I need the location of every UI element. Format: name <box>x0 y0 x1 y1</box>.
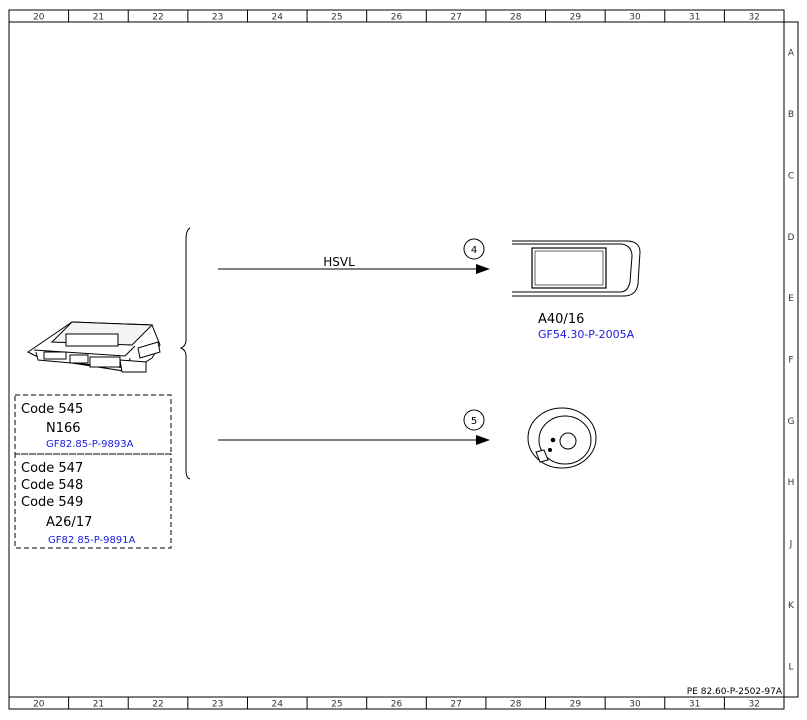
column-label: 23 <box>212 13 223 23</box>
column-label: 27 <box>450 700 461 710</box>
row-label: H <box>788 478 795 488</box>
column-label: 30 <box>629 13 641 23</box>
code-545-label: Code 545 <box>21 402 83 417</box>
column-label: 21 <box>93 13 104 23</box>
signal-brace <box>179 227 191 480</box>
column-label: 32 <box>748 13 759 23</box>
column-label: 29 <box>570 13 582 23</box>
column-label: 30 <box>629 700 641 710</box>
code-547-label: Code 547 <box>21 461 83 476</box>
column-label: 22 <box>152 13 163 23</box>
code-549-label: Code 549 <box>21 495 83 510</box>
row-label: K <box>788 601 795 611</box>
top-ruler <box>8 9 785 23</box>
control-unit-image <box>27 321 161 373</box>
column-label: 28 <box>510 700 522 710</box>
row-label: L <box>788 662 793 672</box>
row-label: F <box>788 356 793 366</box>
column-label: 26 <box>391 700 403 710</box>
row-label: G <box>788 417 795 427</box>
round-device-image <box>527 407 597 469</box>
column-label: 25 <box>331 700 342 710</box>
a26-17-doc-link[interactable]: GF82 85-P-9891A <box>48 535 136 546</box>
column-label: 31 <box>689 13 700 23</box>
row-label: D <box>788 233 795 243</box>
column-label: 22 <box>152 700 163 710</box>
n166-label: N166 <box>46 421 81 436</box>
column-label: 21 <box>93 700 104 710</box>
right-ruler <box>783 21 799 698</box>
connector-5-circle <box>463 409 485 431</box>
column-label: 23 <box>212 700 223 710</box>
column-label: 32 <box>748 700 759 710</box>
column-ticks <box>68 10 725 709</box>
column-label: 24 <box>272 13 284 23</box>
column-label: 20 <box>33 700 45 710</box>
column-label: 31 <box>689 700 700 710</box>
a26-17-label: A26/17 <box>46 515 92 530</box>
column-label: 25 <box>331 13 342 23</box>
column-label: 27 <box>450 13 461 23</box>
row-labels: A B C D E F G H J K L <box>788 49 796 673</box>
row-label: A <box>788 49 795 59</box>
column-label: 28 <box>510 13 522 23</box>
column-label: 20 <box>33 13 45 23</box>
code-548-label: Code 548 <box>21 478 83 493</box>
hsvl-signal-arrow <box>218 264 490 274</box>
bottom-ruler <box>8 696 785 710</box>
drawing-id: PE 82.60-P-2502-97A <box>687 687 783 697</box>
connector-5-label: 5 <box>471 416 477 427</box>
hsvl-label: HSVL <box>323 255 355 269</box>
column-labels-top: 20 21 22 23 24 25 26 27 28 29 30 31 32 <box>33 13 760 23</box>
column-labels-bottom: 20 21 22 23 24 25 26 27 28 29 30 31 32 <box>33 700 760 710</box>
row-label: E <box>788 294 794 304</box>
row-label: J <box>789 540 793 550</box>
connector-4-circle <box>463 238 485 260</box>
signal-arrow-5 <box>218 435 490 445</box>
row-label: B <box>788 110 794 120</box>
display-image <box>512 240 641 297</box>
row-label: C <box>788 171 794 181</box>
a40-16-doc-link[interactable]: GF54.30-P-2005A <box>538 328 635 341</box>
column-label: 26 <box>391 13 403 23</box>
column-label: 29 <box>570 700 582 710</box>
connector-4-label: 4 <box>471 245 477 256</box>
code-547-549-box <box>14 453 172 549</box>
column-label: 24 <box>272 700 284 710</box>
n166-doc-link[interactable]: GF82.85-P-9893A <box>46 439 134 450</box>
a40-16-label: A40/16 <box>538 312 584 327</box>
code-545-box <box>14 394 172 455</box>
